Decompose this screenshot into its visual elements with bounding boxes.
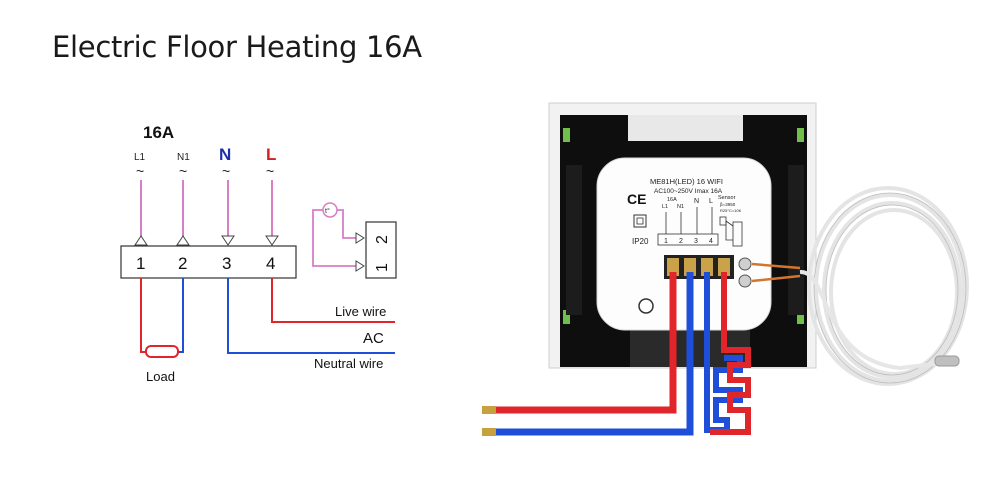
sensor-leads xyxy=(751,262,801,283)
terminal-number-4: 4 xyxy=(266,254,275,273)
load-wire-red xyxy=(140,278,146,353)
sensor-cable-coil xyxy=(807,186,969,386)
terminal-label-n: N xyxy=(219,145,231,164)
wire-end-neutral xyxy=(482,428,496,436)
screw-2 xyxy=(684,258,696,276)
live-wire-label: Live wire xyxy=(335,304,386,319)
sensor-terminal-block xyxy=(365,221,397,279)
clip-br xyxy=(797,310,804,324)
load-resistor xyxy=(145,345,179,358)
ac-tilde-1: ~ xyxy=(136,163,144,179)
arrow-up-2 xyxy=(176,235,190,246)
terminal-block xyxy=(120,245,297,279)
ce-mark: CE xyxy=(627,191,646,207)
clip-bl xyxy=(563,310,570,324)
sensor-screw-2 xyxy=(738,274,752,288)
clip-tl xyxy=(563,128,570,142)
sensor-symbol: t° xyxy=(325,207,330,215)
ac-tilde-3: ~ xyxy=(222,163,230,179)
clip-tr xyxy=(797,128,804,142)
load-label: Load xyxy=(146,369,175,384)
wiring-schematic: 16A L1 N1 N L ~ ~ ~ ~ 1 2 3 4 Load xyxy=(120,123,397,384)
sensor-probe xyxy=(934,355,960,367)
sensor-terminal-number-1: 1 xyxy=(374,263,391,272)
terminal-number-3: 3 xyxy=(222,254,231,273)
mini-rating: 16A xyxy=(667,197,677,203)
screw-1 xyxy=(667,258,679,276)
sensor-terminal-number-2: 2 xyxy=(374,235,391,244)
mount-hole xyxy=(638,298,654,314)
arrow-down-4 xyxy=(265,235,279,246)
screw-3 xyxy=(701,258,713,276)
rating-label: 16A xyxy=(143,123,174,142)
device-model: ME81H(LED) 16 WIFI xyxy=(650,177,723,186)
thermostat-device: ME81H(LED) 16 WIFI AC100~250V Imax 16A C… xyxy=(482,102,969,436)
sensor-wire-2 xyxy=(337,209,356,239)
ip-rating: IP20 xyxy=(632,237,649,246)
terminal-label-l1: L1 xyxy=(134,152,146,163)
sensor-arrow-2 xyxy=(355,232,365,244)
page-title: Electric Floor Heating 16A xyxy=(52,30,422,64)
screw-4 xyxy=(718,258,730,276)
wire-end-live xyxy=(482,406,496,414)
ac-tilde-2: ~ xyxy=(179,163,187,179)
sensor-cable-tail xyxy=(799,269,951,371)
mini-sensor: Sensor xyxy=(718,195,736,201)
mini-terminal-2: 2 xyxy=(679,238,683,245)
terminal-label-n1: N1 xyxy=(177,152,190,163)
terminal-label-l: L xyxy=(266,145,276,164)
terminal-number-1: 1 xyxy=(136,254,145,273)
mini-terminal-1: 1 xyxy=(664,238,668,245)
sensor-arrow-1 xyxy=(355,260,365,272)
terminal-number-2: 2 xyxy=(178,254,187,273)
mini-label-n1: N1 xyxy=(677,204,684,210)
rail-right xyxy=(788,165,804,315)
backplate-notch xyxy=(628,115,743,141)
neutral-wire xyxy=(227,278,395,354)
mini-sensor-beta: β=3950 xyxy=(720,202,736,207)
neutral-wire-label: Neutral wire xyxy=(314,356,383,371)
double-insulation-icon xyxy=(633,214,647,228)
ac-tilde-4: ~ xyxy=(266,163,274,179)
ac-label: AC xyxy=(363,330,384,347)
load-wire-blue xyxy=(178,278,184,353)
mini-label-l: L xyxy=(709,198,713,205)
arrow-up-1 xyxy=(134,235,148,246)
sensor-screw-1 xyxy=(738,257,752,271)
mini-label-l1: L1 xyxy=(662,204,668,210)
rail-left xyxy=(566,165,582,315)
load-live-wire xyxy=(710,272,751,435)
supply-live-wire xyxy=(495,272,677,414)
mini-terminal-3: 3 xyxy=(694,238,698,245)
arrow-down-3 xyxy=(221,235,235,246)
live-wire xyxy=(271,278,395,323)
sensor-wire-1 xyxy=(312,209,356,267)
supply-neutral-wire xyxy=(495,272,694,436)
device-spec: AC100~250V Imax 16A xyxy=(654,188,723,195)
mini-label-n: N xyxy=(694,198,699,205)
mini-terminal-4: 4 xyxy=(709,238,713,245)
mini-terminal-block xyxy=(657,233,719,246)
mini-sensor-r: R25°C=10K xyxy=(720,208,742,213)
